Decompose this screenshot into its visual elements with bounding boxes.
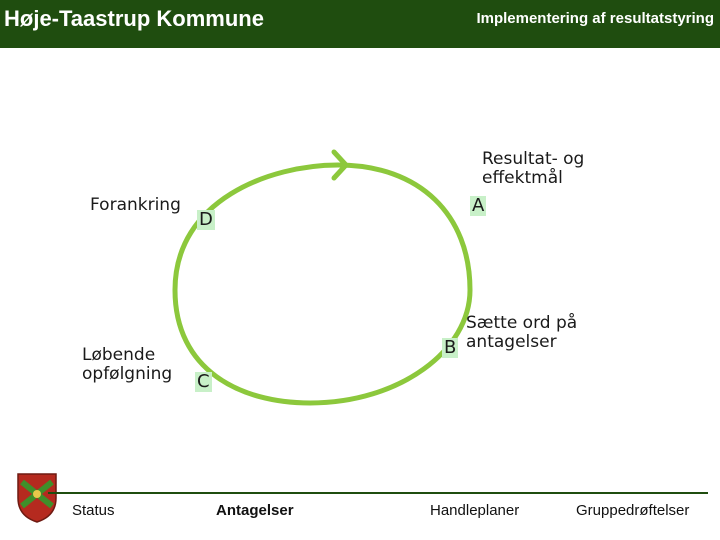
footer-item-handleplaner: Handleplaner bbox=[430, 502, 520, 519]
node-label-a: Resultat- og effektmål bbox=[482, 149, 585, 188]
node-letter-c: C bbox=[195, 371, 212, 392]
header-bar: Høje-Taastrup Kommune Implementering af … bbox=[0, 0, 720, 48]
footer-item-antagelser: Antagelser bbox=[216, 502, 294, 519]
node-letter-b: B bbox=[442, 337, 459, 358]
page-title: Høje-Taastrup Kommune bbox=[4, 6, 264, 31]
footer-divider bbox=[48, 492, 708, 494]
cycle-arrow-head bbox=[331, 149, 350, 181]
node-label-b: Sætte ord på antagelser bbox=[466, 313, 578, 352]
municipal-coat-of-arms-icon bbox=[17, 473, 57, 523]
cycle-ellipse-svg bbox=[172, 149, 473, 406]
cycle-ellipse bbox=[172, 162, 473, 406]
node-letter-a: A bbox=[470, 195, 487, 216]
node-letter-d: D bbox=[197, 209, 215, 230]
node-label-c: Løbende opfølgning bbox=[82, 345, 173, 384]
footer-item-gruppedroeftelser: Gruppedrøftelser bbox=[576, 502, 690, 519]
cycle-diagram: Resultat- og effektmål A Sætte ord på an… bbox=[0, 48, 720, 488]
page-subtitle: Implementering af resultatstyring bbox=[476, 10, 714, 27]
node-label-d: Forankring bbox=[90, 195, 181, 215]
footer-item-status: Status bbox=[72, 502, 115, 519]
